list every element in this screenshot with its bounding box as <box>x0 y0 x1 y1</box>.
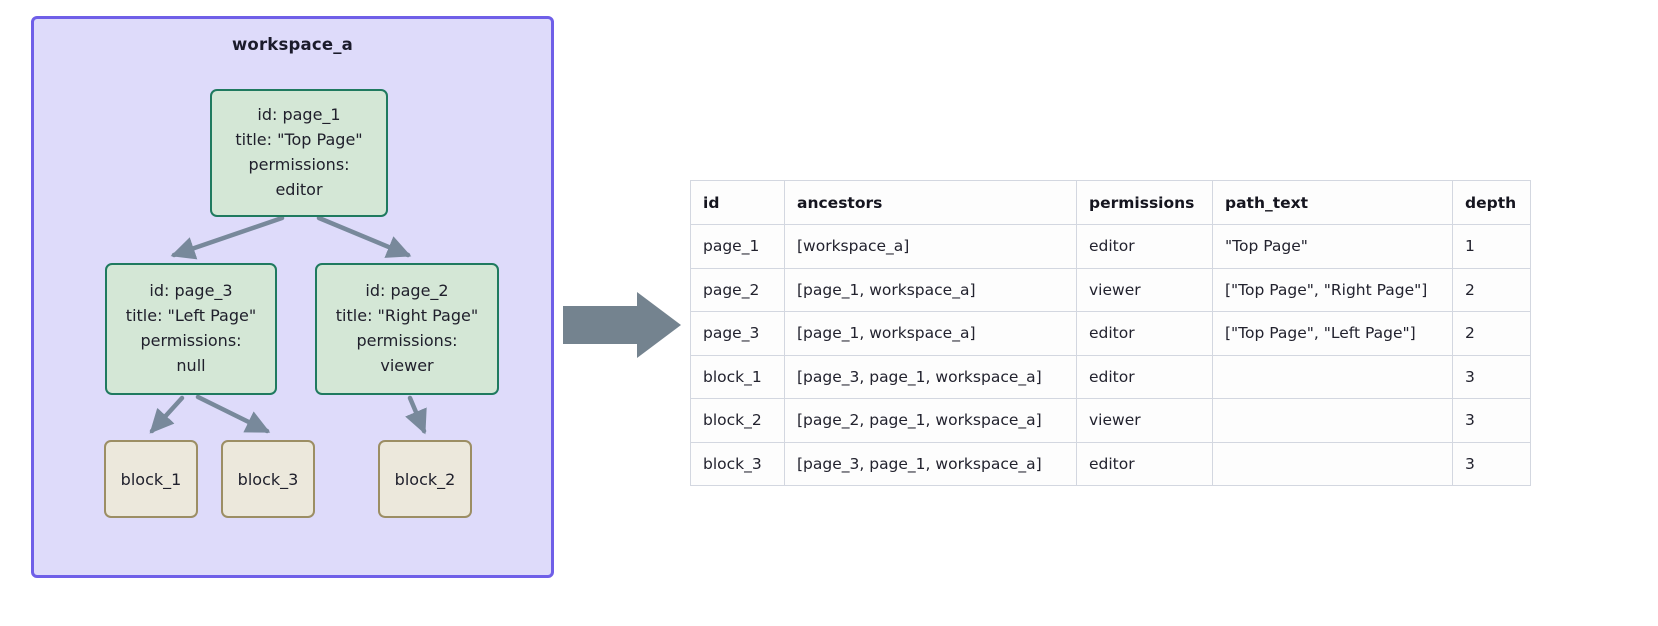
workspace-panel: workspace_a id: page_1 title: "Top Page"… <box>31 16 554 578</box>
node-page_3-permissions-label: permissions: <box>140 331 242 350</box>
table-row: block_3 [page_3, page_1, workspace_a] ed… <box>690 441 1531 486</box>
node-page_2[interactable]: id: page_2 title: "Right Page" permissio… <box>315 263 499 395</box>
node-page_2-permissions-label: permissions: <box>356 331 458 350</box>
cell-depth: 2 <box>1452 311 1531 356</box>
workspace-title: workspace_a <box>231 35 353 54</box>
column-header-path_text[interactable]: path_text <box>1212 180 1453 225</box>
cell-permissions: viewer <box>1076 267 1213 312</box>
cell-id: page_1 <box>690 224 785 269</box>
node-block_3-label: block_3 <box>237 469 299 489</box>
cell-path_text: "Top Page" <box>1212 224 1453 269</box>
node-page_3-id: id: page_3 <box>149 281 233 301</box>
node-page_3-permissions-value: null <box>176 355 206 375</box>
table-row: page_2 [page_1, workspace_a] viewer ["To… <box>690 267 1531 312</box>
cell-path_text: ["Top Page", "Right Page"] <box>1212 267 1453 312</box>
node-page_2-permissions-value: viewer <box>380 355 434 375</box>
cell-ancestors: [page_2, page_1, workspace_a] <box>784 398 1077 443</box>
cell-id: block_2 <box>690 398 785 443</box>
cell-depth: 3 <box>1452 398 1531 443</box>
cell-permissions: editor <box>1076 311 1213 356</box>
results-table-wrapper: id ancestors permissions path_text depth… <box>690 180 1531 486</box>
cell-depth: 2 <box>1452 267 1531 312</box>
cell-permissions: editor <box>1076 354 1213 399</box>
cell-depth: 1 <box>1452 224 1531 269</box>
cell-permissions: editor <box>1076 441 1213 486</box>
cell-path_text <box>1212 441 1453 486</box>
results-table: id ancestors permissions path_text depth… <box>690 180 1531 486</box>
cell-path_text <box>1212 398 1453 443</box>
right-block-arrow-icon <box>563 292 681 358</box>
cell-ancestors: [page_1, workspace_a] <box>784 311 1077 356</box>
cell-depth: 3 <box>1452 441 1531 486</box>
cell-id: page_3 <box>690 311 785 356</box>
node-page_1-permissions-label: permissions: <box>248 155 350 174</box>
cell-path_text <box>1212 354 1453 399</box>
table-row: block_1 [page_3, page_1, workspace_a] ed… <box>690 354 1531 399</box>
column-header-depth[interactable]: depth <box>1452 180 1531 225</box>
node-page_3[interactable]: id: page_3 title: "Left Page" permission… <box>105 263 277 395</box>
table-row: page_3 [page_1, workspace_a] editor ["To… <box>690 311 1531 356</box>
cell-id: block_3 <box>690 441 785 486</box>
node-page_1-permissions-value: editor <box>275 179 323 199</box>
node-block_3[interactable]: block_3 <box>221 440 315 518</box>
cell-path_text: ["Top Page", "Left Page"] <box>1212 311 1453 356</box>
table-row: block_2 [page_2, page_1, workspace_a] vi… <box>690 398 1531 443</box>
column-header-permissions[interactable]: permissions <box>1076 180 1213 225</box>
cell-permissions: viewer <box>1076 398 1213 443</box>
node-page_1[interactable]: id: page_1 title: "Top Page" permissions… <box>210 89 388 217</box>
node-page_3-title: title: "Left Page" <box>125 306 257 326</box>
node-page_2-id: id: page_2 <box>365 281 449 301</box>
node-block_2[interactable]: block_2 <box>378 440 472 518</box>
cell-ancestors: [page_3, page_1, workspace_a] <box>784 441 1077 486</box>
tree-edges-layer <box>149 215 427 435</box>
table-header-row: id ancestors permissions path_text depth <box>690 180 1531 225</box>
cell-ancestors: [page_1, workspace_a] <box>784 267 1077 312</box>
cell-id: page_2 <box>690 267 785 312</box>
node-page_1-title: title: "Top Page" <box>235 130 363 150</box>
cell-depth: 3 <box>1452 354 1531 399</box>
node-page_1-id: id: page_1 <box>257 105 341 125</box>
table-row: page_1 [workspace_a] editor "Top Page" 1 <box>690 224 1531 269</box>
node-block_1[interactable]: block_1 <box>104 440 198 518</box>
node-block_1-label: block_1 <box>120 469 182 489</box>
column-header-ancestors[interactable]: ancestors <box>784 180 1077 225</box>
cell-ancestors: [workspace_a] <box>784 224 1077 269</box>
cell-ancestors: [page_3, page_1, workspace_a] <box>784 354 1077 399</box>
column-header-id[interactable]: id <box>690 180 785 225</box>
node-page_2-title: title: "Right Page" <box>335 306 479 326</box>
cell-permissions: editor <box>1076 224 1213 269</box>
cell-id: block_1 <box>690 354 785 399</box>
node-block_2-label: block_2 <box>394 469 456 489</box>
